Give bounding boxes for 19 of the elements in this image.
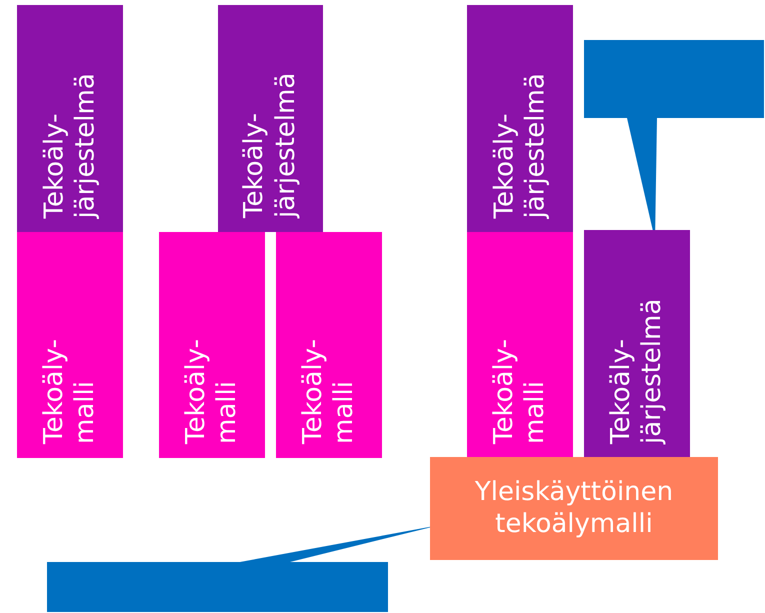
- system-box: [467, 5, 573, 232]
- model-box: [159, 232, 265, 458]
- box-label: Yleiskäyttöinen tekoälymalli: [474, 477, 674, 540]
- model-box: [276, 232, 382, 458]
- box-label: Tekoäly- järjestelmä: [38, 72, 101, 218]
- box-label: Tekoäly- malli: [488, 338, 551, 444]
- model-box: [17, 232, 123, 458]
- box-label: Tekoäly- malli: [180, 338, 243, 444]
- callout-box: [584, 40, 764, 118]
- system-box: [584, 230, 690, 458]
- model-box: [467, 232, 573, 458]
- system-box: [218, 5, 323, 232]
- box-label: Tekoäly- järjestelmä: [239, 72, 302, 218]
- box-label: Tekoäly- järjestelmä: [606, 298, 668, 444]
- box-label: Tekoäly- malli: [38, 338, 101, 444]
- general-model-box: [430, 457, 718, 560]
- box-label: Tekoäly- malli: [298, 338, 360, 444]
- system-box: [17, 5, 123, 232]
- box-label: Tekoäly- järjestelmä: [488, 72, 551, 218]
